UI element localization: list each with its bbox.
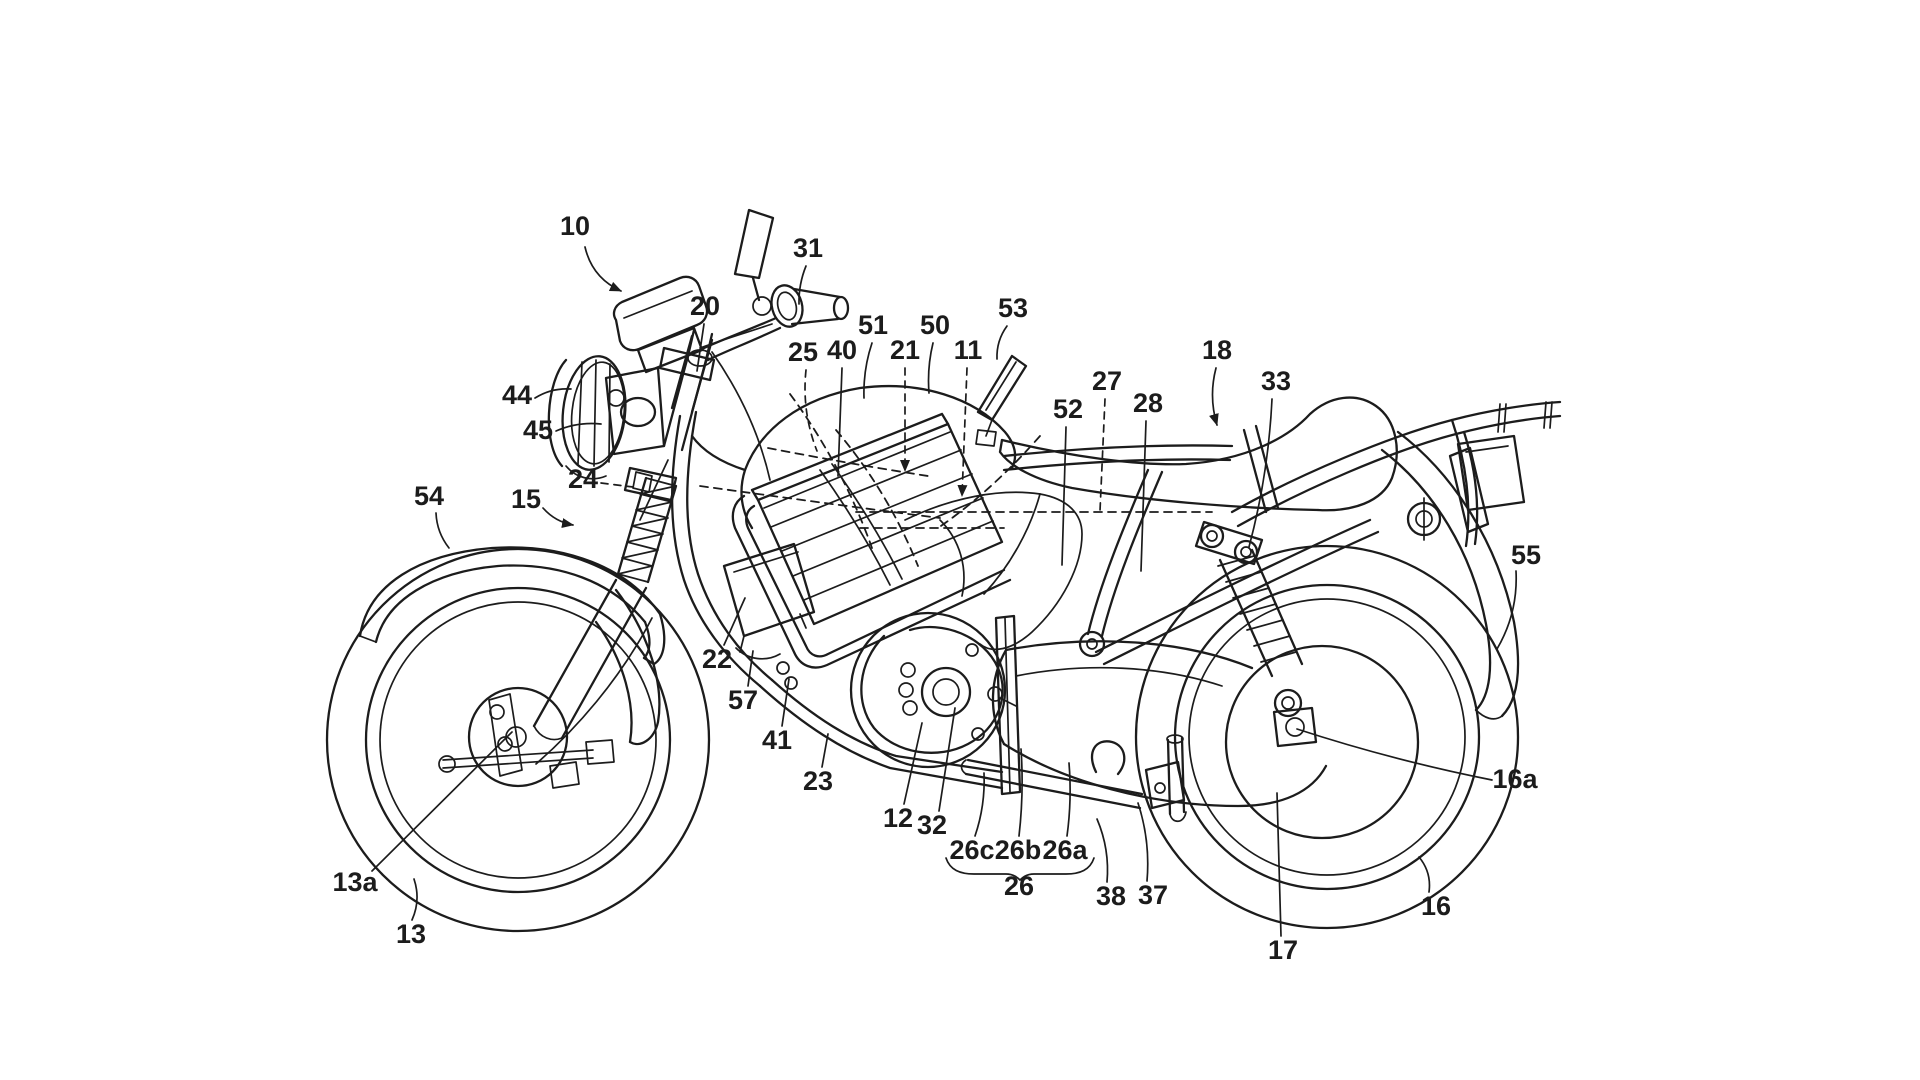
leader-10 [584, 246, 622, 292]
ref-label-57: 57 [728, 685, 758, 715]
ref-label-16: 16 [1421, 891, 1451, 921]
leader-17 [1276, 792, 1282, 937]
leader-51 [863, 342, 873, 399]
leader-20 [696, 323, 705, 372]
turn-signal [975, 354, 1028, 447]
ref-label-10: 10 [560, 211, 590, 241]
ref-label-51: 51 [858, 310, 888, 340]
ref-label-21: 21 [890, 335, 920, 365]
mirror [733, 208, 775, 316]
ref-label-40: 40 [827, 335, 857, 365]
leader-15 [542, 507, 574, 528]
leader-31 [798, 265, 807, 305]
main-stand [960, 734, 1187, 823]
ref-label-17: 17 [1268, 935, 1298, 965]
leader-13 [411, 878, 418, 921]
leader-32 [938, 707, 956, 812]
ref-label-50: 50 [920, 310, 950, 340]
handlebar-grip [687, 284, 850, 367]
chain-case [991, 640, 1328, 808]
ref-label-25: 25 [788, 337, 818, 367]
seat [998, 396, 1398, 512]
tail-lamp-bracket [1406, 434, 1526, 541]
leader-33 [1248, 398, 1273, 548]
leader-16 [1418, 856, 1431, 893]
ref-label-15: 15 [511, 484, 541, 514]
ref-label-27: 27 [1092, 366, 1122, 396]
leader-53 [996, 325, 1008, 360]
ref-label-55: 55 [1511, 540, 1541, 570]
leader-26c [974, 772, 986, 837]
hidden-lines [699, 393, 1213, 567]
leader-11 [957, 367, 968, 497]
rear-wheel [1134, 544, 1520, 930]
leader-38 [1096, 818, 1109, 883]
rear-shock [1194, 520, 1304, 678]
ref-label-26a: 26a [1042, 835, 1088, 865]
ref-label-45: 45 [523, 415, 553, 445]
ref-label-54: 54 [414, 481, 444, 511]
body-cover [690, 384, 1083, 651]
ref-label-53: 53 [998, 293, 1028, 323]
leader-26a [1066, 762, 1071, 837]
ref-label-33: 33 [1261, 366, 1291, 396]
control-unit [722, 542, 816, 690]
ref-label-24: 24 [568, 464, 598, 494]
ref-label-12: 12 [883, 803, 913, 833]
ref-label-22: 22 [702, 644, 732, 674]
leader-25 [804, 369, 818, 452]
ref-label-32: 32 [917, 810, 947, 840]
ref-label-31: 31 [793, 233, 823, 263]
leader-13a [371, 731, 513, 872]
leader-37 [1137, 802, 1149, 882]
front-wheel [325, 547, 711, 933]
leader-27 [1099, 398, 1106, 512]
leader-24 [600, 482, 634, 488]
ref-label-13a: 13a [332, 867, 378, 897]
ref-label-23: 23 [803, 766, 833, 796]
ref-label-41: 41 [762, 725, 792, 755]
leader-45 [555, 422, 602, 432]
ref-label-26: 26 [1004, 871, 1034, 901]
leader-57 [747, 650, 754, 687]
leader-16a [1296, 728, 1493, 781]
leader-28 [1140, 420, 1147, 572]
rear-carrier [1230, 400, 1562, 548]
leader-12 [903, 722, 923, 805]
leader-23 [821, 733, 829, 768]
brace-26 [945, 857, 1095, 882]
ref-label-44: 44 [502, 380, 532, 410]
leader-26b [1018, 748, 1023, 837]
leader-18 [1209, 367, 1219, 426]
ref-label-26b: 26b [995, 835, 1042, 865]
ref-label-16a: 16a [1492, 764, 1538, 794]
leader-55 [1496, 570, 1518, 650]
headlight [547, 355, 666, 480]
ref-label-38: 38 [1096, 881, 1126, 911]
leader-40 [837, 367, 843, 477]
ref-label-28: 28 [1133, 388, 1163, 418]
ref-label-37: 37 [1138, 880, 1168, 910]
leader-lines [371, 246, 1518, 937]
leader-52 [1061, 426, 1067, 566]
motor-unit [849, 611, 1017, 769]
ref-label-18: 18 [1202, 335, 1232, 365]
ref-label-11: 11 [954, 335, 983, 365]
ref-label-20: 20 [690, 291, 720, 321]
ref-label-52: 52 [1053, 394, 1083, 424]
ref-label-13: 13 [396, 919, 426, 949]
brace-26-path [945, 857, 1095, 882]
battery-box [731, 412, 1012, 669]
leader-50 [927, 342, 934, 394]
leader-54 [435, 512, 450, 549]
ref-label-26c: 26c [949, 835, 994, 865]
leader-22 [723, 597, 746, 646]
leader-44 [534, 388, 572, 399]
leader-41 [781, 678, 790, 727]
